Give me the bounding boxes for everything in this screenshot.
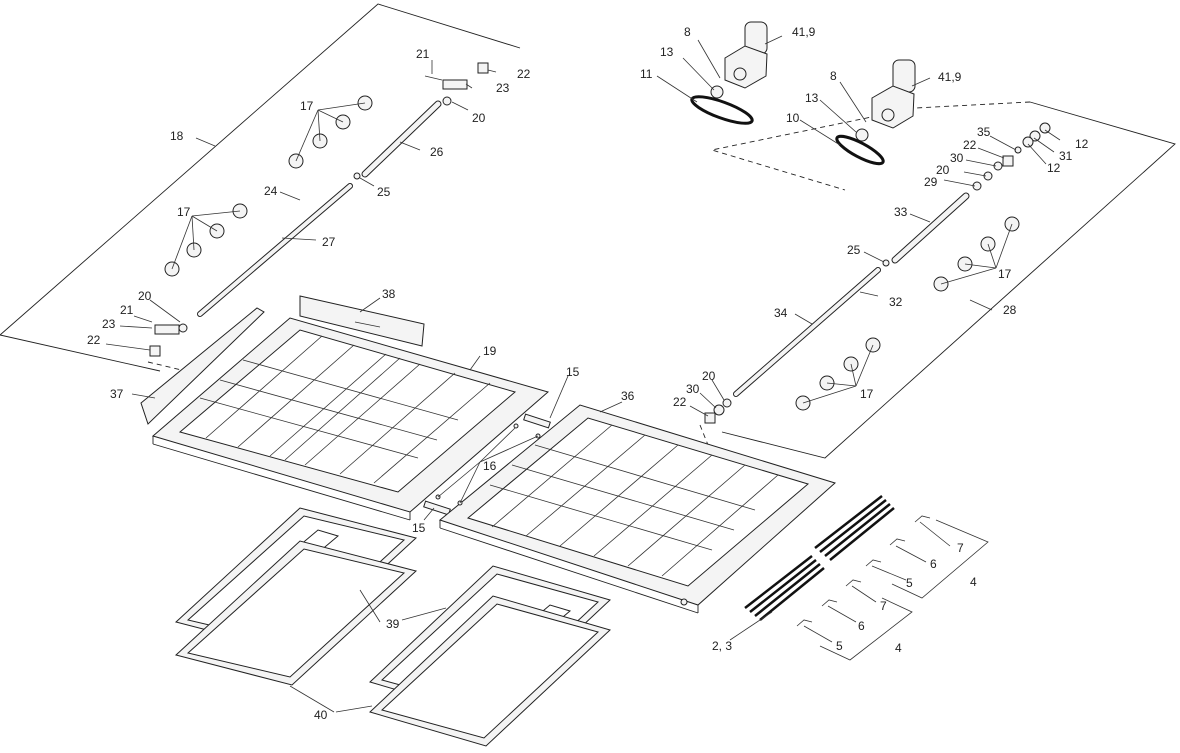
label-22: 22	[963, 138, 977, 152]
label-13: 13	[660, 45, 674, 59]
label-12: 12	[1075, 137, 1089, 151]
label-17: 17	[998, 267, 1012, 281]
label-21: 21	[120, 303, 134, 317]
profile-rails	[140, 295, 425, 425]
label-4: 4	[895, 641, 902, 655]
label-40: 40	[314, 708, 328, 722]
label-23: 23	[496, 81, 510, 95]
label-16: 16	[483, 459, 497, 473]
label-32: 32	[889, 295, 903, 309]
right-assembly-boundary	[699, 101, 1176, 459]
label-18: 18	[170, 129, 184, 143]
leader-lines	[105, 35, 1061, 713]
label-38: 38	[382, 287, 396, 301]
callout-labels: 8 41,9 13 11 8 41,9 13 10 21 22 23 20 17…	[87, 25, 1089, 722]
label-13: 13	[805, 91, 819, 105]
small-hardware	[149, 62, 1051, 424]
label-39: 39	[386, 617, 400, 631]
label-41-9: 41,9	[792, 25, 816, 39]
panels-left	[174, 507, 418, 686]
heater-elements	[744, 495, 895, 621]
label-4: 4	[970, 575, 977, 589]
label-41-9: 41,9	[938, 70, 962, 84]
label-22: 22	[673, 395, 687, 409]
label-26: 26	[430, 145, 444, 159]
label-6: 6	[930, 557, 937, 571]
label-15: 15	[566, 365, 580, 379]
label-30: 30	[686, 382, 700, 396]
motor-gearbox-right	[835, 59, 916, 166]
label-20: 20	[472, 111, 486, 125]
shafts-left	[197, 100, 442, 317]
shafts-right	[733, 192, 970, 397]
label-10: 10	[786, 111, 800, 125]
label-20: 20	[936, 163, 950, 177]
label-23: 23	[102, 317, 116, 331]
label-20: 20	[138, 289, 152, 303]
panels-right	[369, 565, 611, 747]
frame-left	[151, 317, 551, 521]
frame-right	[435, 404, 836, 614]
label-31: 31	[1059, 149, 1073, 163]
label-30: 30	[950, 151, 964, 165]
left-assembly-boundary	[0, 3, 521, 373]
label-17: 17	[177, 205, 191, 219]
label-37: 37	[110, 387, 124, 401]
label-17: 17	[860, 387, 874, 401]
label-11: 11	[640, 67, 653, 81]
label-5: 5	[906, 576, 913, 590]
label-24: 24	[264, 184, 278, 198]
label-25: 25	[847, 243, 861, 257]
label-33: 33	[894, 205, 908, 219]
label-5: 5	[836, 639, 843, 653]
label-22: 22	[87, 333, 101, 347]
label-17: 17	[300, 99, 314, 113]
label-25: 25	[377, 185, 391, 199]
label-34: 34	[774, 306, 788, 320]
label-21: 21	[416, 47, 430, 61]
label-2-3: 2, 3	[712, 639, 732, 653]
label-20: 20	[702, 369, 716, 383]
label-8: 8	[830, 69, 837, 83]
label-19: 19	[483, 344, 497, 358]
label-6: 6	[858, 619, 865, 633]
label-28: 28	[1003, 303, 1017, 317]
mounting-clips	[796, 515, 931, 627]
label-7: 7	[957, 541, 964, 555]
label-12: 12	[1047, 161, 1061, 175]
label-35: 35	[977, 125, 991, 139]
label-36: 36	[621, 389, 635, 403]
motor-gearbox-left	[690, 21, 768, 125]
label-7: 7	[880, 599, 887, 613]
label-27: 27	[322, 235, 336, 249]
label-8: 8	[684, 25, 691, 39]
label-22: 22	[517, 67, 531, 81]
label-15: 15	[412, 521, 426, 535]
label-29: 29	[924, 175, 938, 189]
